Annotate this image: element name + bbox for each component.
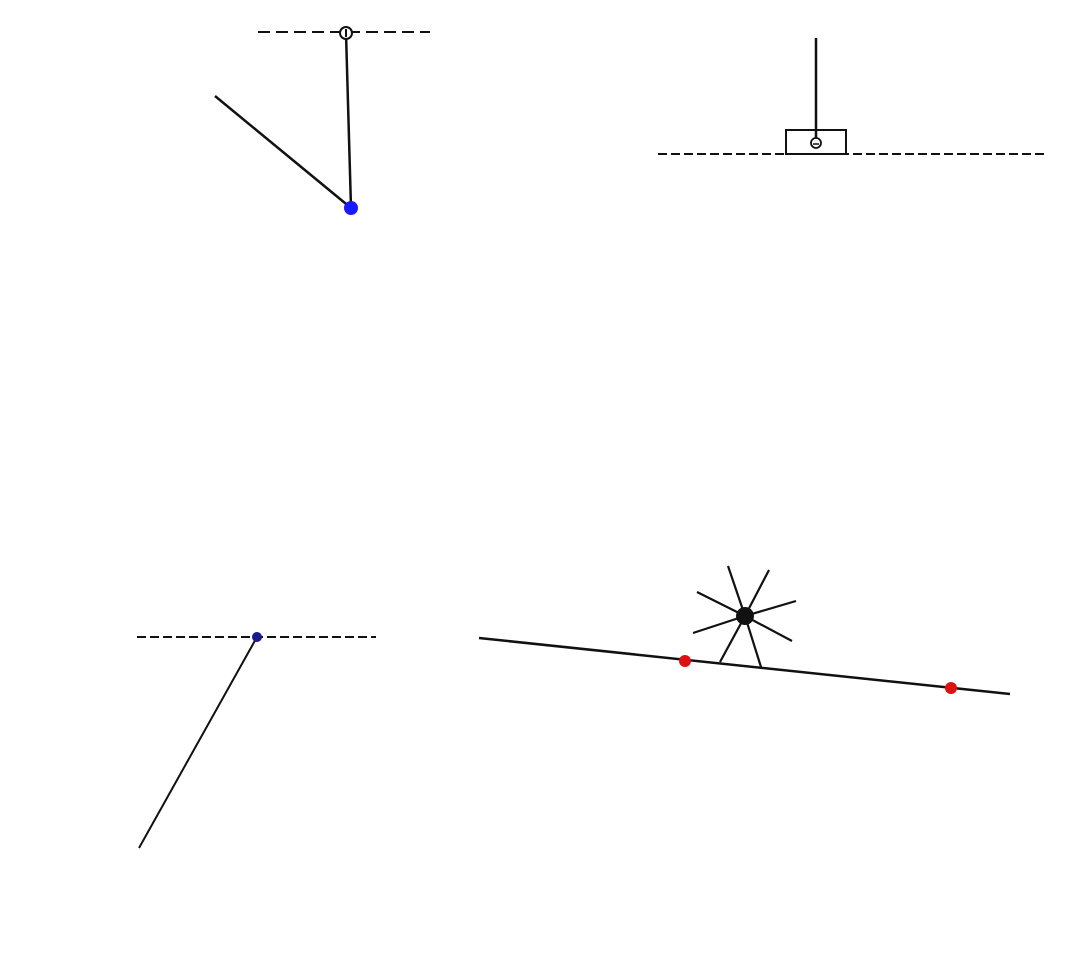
pendulum-pivot-panel <box>214 26 430 215</box>
contact-marker <box>945 682 957 694</box>
hub <box>736 607 754 625</box>
contact-marker <box>679 655 691 667</box>
hanging-link <box>138 636 258 849</box>
pin-joint <box>810 137 822 149</box>
end-joint <box>344 201 358 215</box>
hanging-link-panel <box>137 632 376 849</box>
spoke <box>692 614 746 635</box>
pin-joint <box>252 632 262 642</box>
slider-block-panel <box>658 38 1046 155</box>
wheel-on-incline-panel <box>478 565 1011 696</box>
pendulum-link <box>214 95 352 209</box>
pendulum-rod <box>344 32 353 209</box>
incline-line <box>478 636 1011 696</box>
